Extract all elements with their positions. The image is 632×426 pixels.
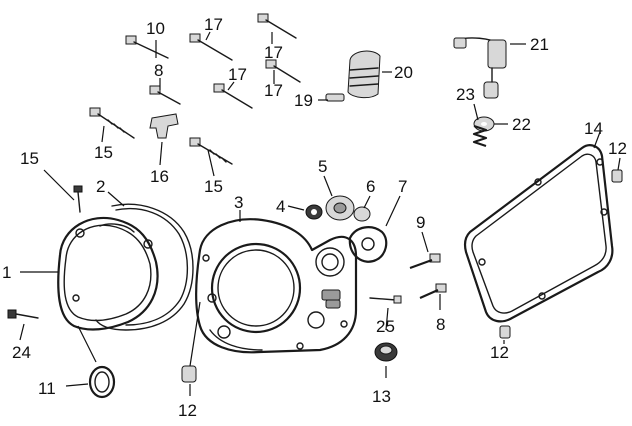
- bolt-17-d: [265, 59, 301, 83]
- part-cover-7: [348, 226, 388, 263]
- callout-9: 9: [416, 213, 425, 232]
- callout-12-bottom-right: 12: [490, 343, 509, 362]
- leader-lines: [19, 31, 621, 396]
- callout-17-c: 17: [228, 65, 247, 84]
- callout-14: 14: [584, 119, 603, 138]
- bolt-12-top: [611, 169, 623, 183]
- bolt-8-right: [419, 283, 447, 300]
- part-clutch-cover: [57, 216, 159, 331]
- callout-24: 24: [12, 343, 31, 362]
- callout-15-upper: 15: [94, 143, 113, 162]
- part-cover-gasket: [95, 203, 194, 331]
- callout-17-a: 17: [204, 15, 223, 34]
- part-sensor-21: [453, 37, 507, 99]
- callout-19: 19: [294, 91, 313, 110]
- part-dowel-pins: [181, 169, 623, 383]
- callout-17-d: 17: [264, 81, 283, 100]
- callout-25: 25: [376, 317, 395, 336]
- part-o-ring-4: [305, 204, 323, 220]
- callout-8-right: 8: [436, 315, 445, 334]
- callout-3: 3: [234, 193, 243, 212]
- part-side-cover-gasket: [463, 144, 614, 323]
- callout-21: 21: [530, 35, 549, 54]
- bolt-15-left: [73, 185, 83, 213]
- part-rubber-boot-20: [347, 50, 381, 99]
- callout-15-middle: 15: [204, 177, 223, 196]
- callout-5: 5: [318, 157, 327, 176]
- callout-4: 4: [276, 197, 285, 216]
- bolt-25: [369, 295, 402, 304]
- callout-labels: 1 2 3 4 5 6 7 8 8 9 10 11 12 12 12 13 14…: [2, 15, 627, 420]
- callout-16: 16: [150, 167, 169, 186]
- callout-12-bottom-left: 12: [178, 401, 197, 420]
- bolt-24: [7, 309, 39, 319]
- callout-7: 7: [398, 177, 407, 196]
- bolt-15-middle: [189, 137, 233, 165]
- callout-23: 23: [456, 85, 475, 104]
- callout-20: 20: [394, 63, 413, 82]
- bolt-19: [325, 93, 345, 102]
- callout-6: 6: [366, 177, 375, 196]
- bolt-17-c: [213, 83, 253, 109]
- bolt-8-upper: [149, 85, 181, 105]
- callout-8-upper: 8: [154, 61, 163, 80]
- part-oil-filter-cap: [374, 342, 398, 362]
- part-spring-23: [472, 124, 488, 148]
- part-cap-5: [325, 195, 355, 221]
- bolt-17-a: [189, 33, 233, 61]
- callout-15-left: 15: [20, 149, 39, 168]
- callout-13: 13: [372, 387, 391, 406]
- callout-12-top-right: 12: [608, 139, 627, 158]
- callout-17-b: 17: [264, 43, 283, 62]
- callout-2: 2: [96, 177, 105, 196]
- callout-1: 1: [2, 263, 11, 282]
- bolt-15-upper: [89, 107, 135, 139]
- callout-10: 10: [146, 19, 165, 38]
- bolt-17-b: [257, 13, 297, 39]
- bolt-9: [409, 253, 441, 270]
- part-bolts: [7, 13, 623, 319]
- callout-22: 22: [512, 115, 531, 134]
- fitting-16: [149, 113, 179, 139]
- part-oil-seal: [88, 365, 116, 399]
- bolt-10: [125, 35, 169, 59]
- part-crankcase-cover: [195, 218, 358, 354]
- part-ring-6: [353, 206, 371, 222]
- callout-11: 11: [38, 379, 56, 398]
